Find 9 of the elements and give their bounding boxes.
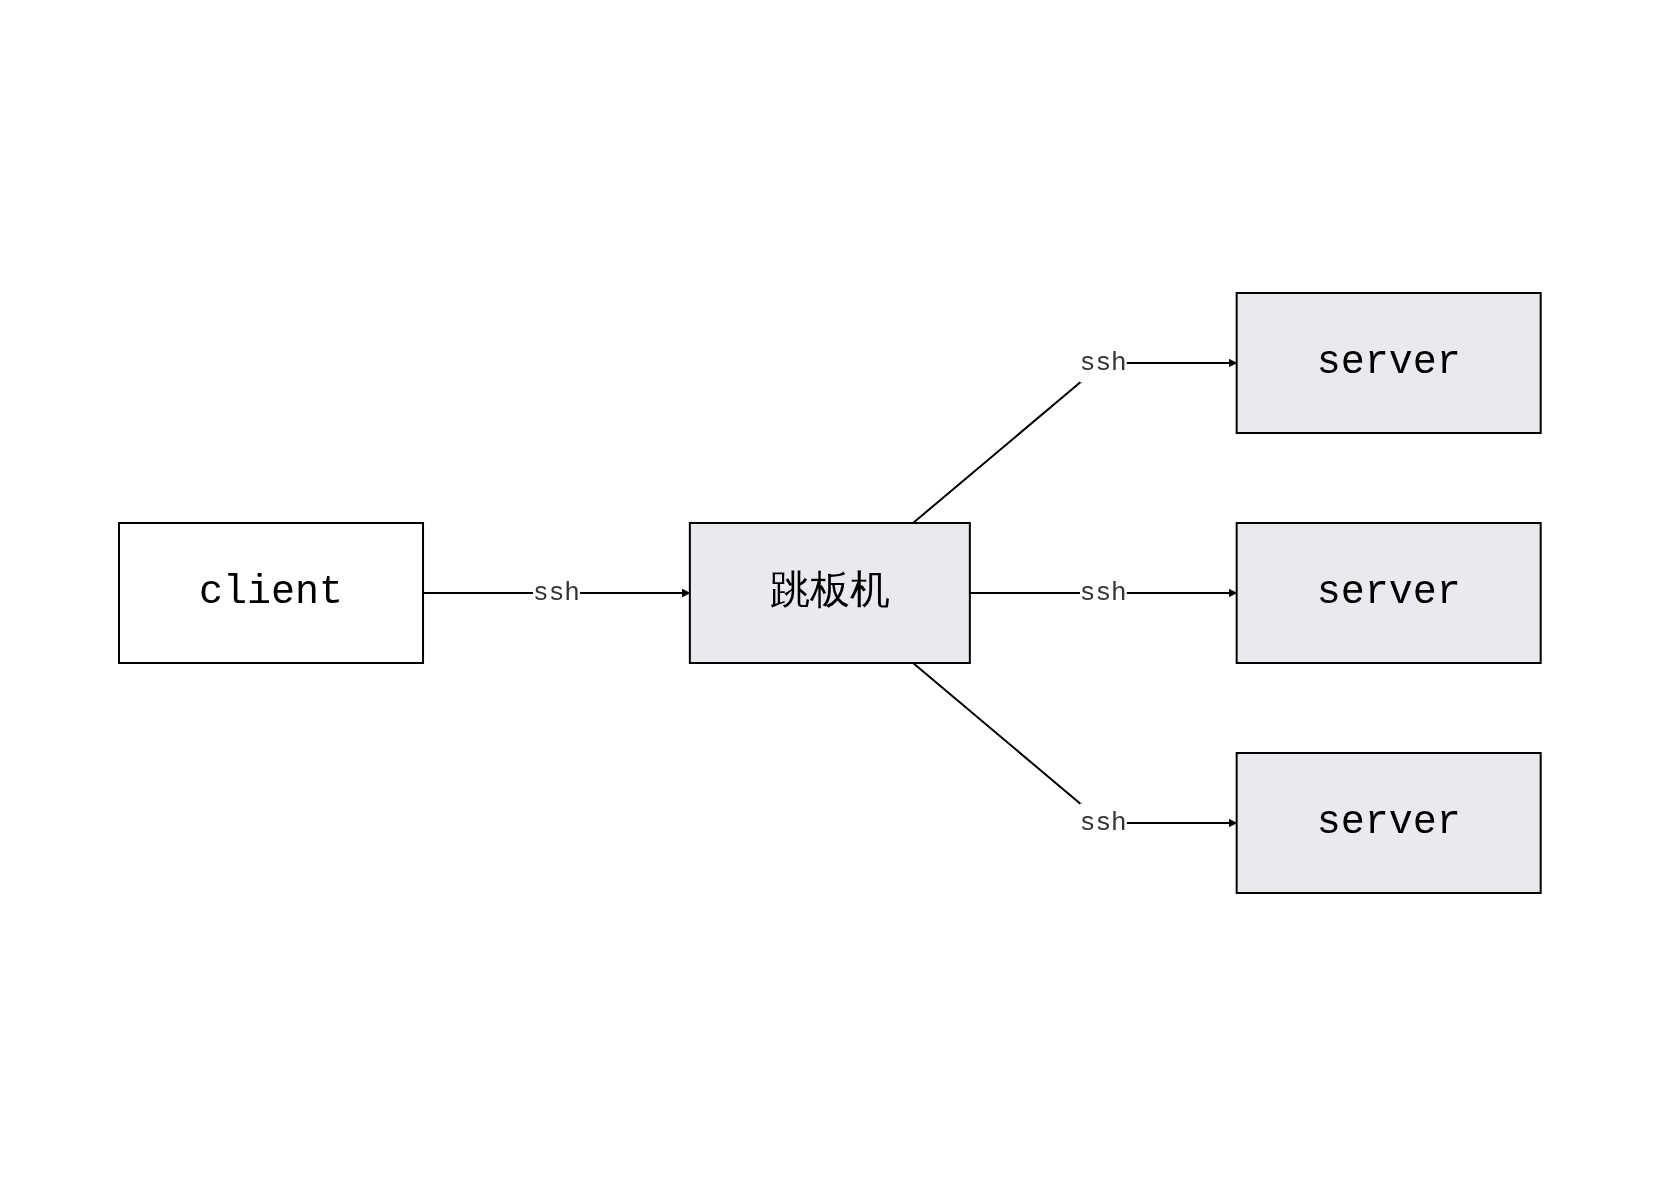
node-box: server (1235, 291, 1542, 434)
edge-label: ssh (533, 577, 580, 607)
node-box: server (1235, 751, 1542, 894)
node-box: client (118, 521, 425, 664)
edge-label: ssh (1080, 807, 1127, 837)
node-box: 跳板机 (689, 521, 971, 664)
node-box: server (1235, 521, 1542, 664)
edge-label: ssh (1080, 577, 1127, 607)
edge-label: ssh (1080, 347, 1127, 377)
